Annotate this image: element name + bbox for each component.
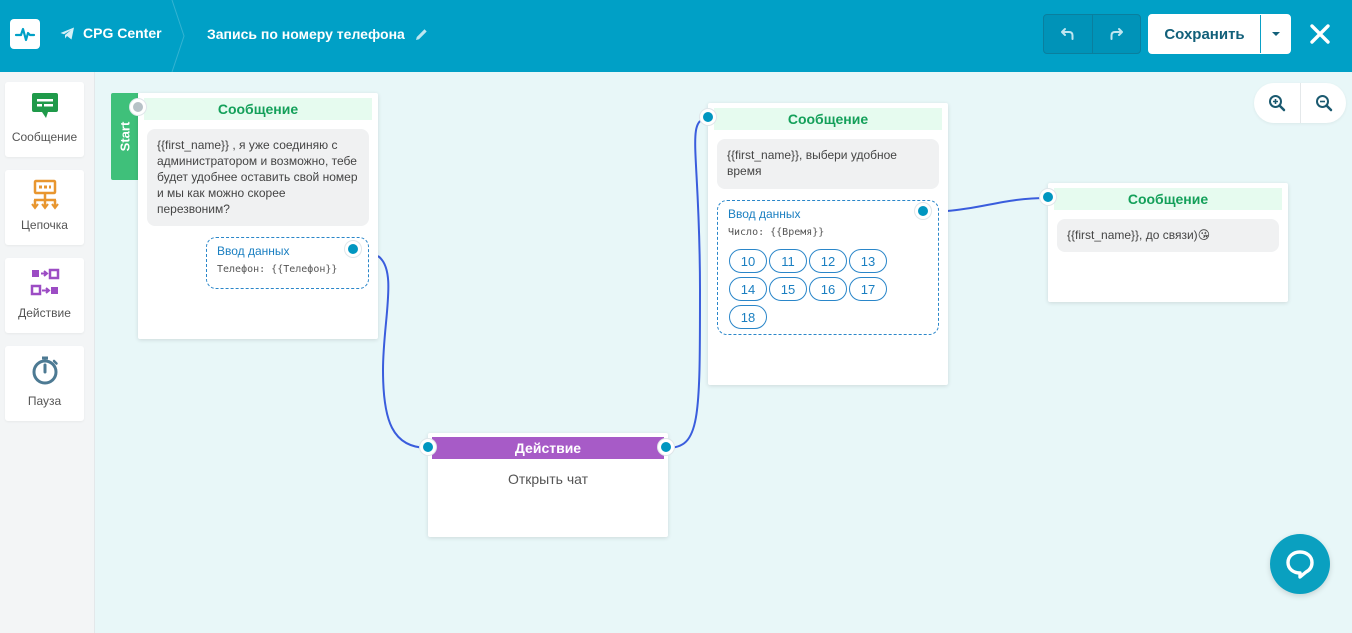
tools-sidebar: Сообщение Цепочка Действ <box>0 72 95 633</box>
tool-action[interactable]: Действие <box>5 258 84 333</box>
input-title: Ввод данных <box>217 244 290 258</box>
pencil-icon[interactable] <box>415 28 428 41</box>
connection-line[interactable] <box>666 117 709 449</box>
action-icon <box>30 268 59 296</box>
logo[interactable] <box>10 19 40 49</box>
message-node[interactable]: Сообщение {{first_name}} , я уже соединя… <box>138 93 378 339</box>
node-input-port[interactable] <box>1040 189 1056 205</box>
tool-action-label: Действие <box>18 306 71 320</box>
quick-reply-chip[interactable]: 16 <box>809 277 847 301</box>
save-options-button[interactable] <box>1260 15 1290 53</box>
support-chat-button[interactable] <box>1270 534 1330 594</box>
quick-reply-chip[interactable]: 12 <box>809 249 847 273</box>
chain-icon <box>30 179 59 210</box>
node-input-port[interactable] <box>700 109 716 125</box>
zoom-out-button[interactable] <box>1300 83 1346 123</box>
quick-reply-chip[interactable]: 13 <box>849 249 887 273</box>
tool-pause[interactable]: Пауза <box>5 346 84 421</box>
kiss-emoji: 😘 <box>1197 228 1211 242</box>
timer-icon <box>32 356 58 385</box>
brand-name: CPG Center <box>83 25 162 41</box>
input-title: Ввод данных <box>728 207 801 221</box>
node-output-port[interactable] <box>658 439 674 455</box>
node-input-port[interactable] <box>420 439 436 455</box>
message-node[interactable]: Сообщение {{first_name}}, выбери удобное… <box>708 103 948 385</box>
tool-chain-label: Цепочка <box>21 218 68 232</box>
action-text: Открыть чат <box>507 471 589 487</box>
message-bubble[interactable]: {{first_name}}, выбери удобное время <box>717 139 939 189</box>
quick-reply-chip[interactable]: 10 <box>729 249 767 273</box>
node-output-port[interactable] <box>345 241 361 257</box>
node-output-port[interactable] <box>915 203 931 219</box>
save-button[interactable]: Сохранить <box>1164 25 1245 43</box>
connection-line[interactable] <box>377 255 429 449</box>
message-text: {{first_name}}, до связи) <box>1067 228 1198 242</box>
node-title: Действие <box>432 437 664 459</box>
input-variable: Число: {{Время}} <box>728 227 825 238</box>
chat-bubble-icon <box>1286 550 1314 579</box>
close-icon[interactable] <box>1308 22 1332 46</box>
quick-reply-chip[interactable]: 18 <box>729 305 767 329</box>
brand[interactable]: CPG Center <box>60 25 162 41</box>
node-input-port[interactable] <box>130 99 146 115</box>
tool-pause-label: Пауза <box>27 394 62 408</box>
pulse-icon <box>14 27 36 42</box>
quick-reply-chip[interactable]: 14 <box>729 277 767 301</box>
redo-button[interactable] <box>1091 15 1140 53</box>
node-title: Сообщение <box>1054 188 1282 210</box>
telegram-icon <box>60 27 74 39</box>
tool-message-label: Сообщение <box>11 130 78 144</box>
flow-title-text: Запись по номеру телефона <box>207 26 405 42</box>
zoom-controls <box>1254 83 1346 123</box>
data-input-block[interactable]: Ввод данных Телефон: {{Телефон}} <box>206 237 369 289</box>
quick-reply-chip[interactable]: 15 <box>769 277 807 301</box>
redo-icon <box>1110 28 1124 40</box>
start-label: Start <box>117 121 132 152</box>
zoom-out-icon <box>1315 95 1332 112</box>
node-title: Сообщение <box>714 108 942 130</box>
zoom-in-button[interactable] <box>1254 83 1300 123</box>
zoom-in-icon <box>1269 95 1286 112</box>
undo-button[interactable] <box>1044 15 1092 53</box>
breadcrumb-separator <box>171 0 185 72</box>
quick-reply-chip[interactable]: 17 <box>849 277 887 301</box>
save-group: Сохранить <box>1148 14 1291 54</box>
message-bubble[interactable]: {{first_name}}, до связи)😘 <box>1057 219 1279 252</box>
undo-icon <box>1060 28 1074 40</box>
message-node[interactable]: Сообщение {{first_name}}, до связи)😘 <box>1048 183 1288 302</box>
flow-title[interactable]: Запись по номеру телефона <box>207 26 428 42</box>
message-icon <box>31 93 58 118</box>
caret-down-icon <box>1271 32 1280 36</box>
history-controls <box>1043 14 1141 54</box>
node-title: Сообщение <box>144 98 372 120</box>
connection-line[interactable] <box>946 197 1049 212</box>
action-node[interactable]: Действие Открыть чат <box>428 433 668 537</box>
quick-reply-chip[interactable]: 11 <box>769 249 807 273</box>
input-variable: Телефон: {{Телефон}} <box>217 264 338 275</box>
quick-reply-chips: 10 11 12 13 14 15 16 17 18 <box>729 249 919 329</box>
message-bubble[interactable]: {{first_name}} , я уже соединяю с админи… <box>147 129 369 226</box>
tool-message[interactable]: Сообщение <box>5 82 84 157</box>
tool-chain[interactable]: Цепочка <box>5 170 84 245</box>
top-bar: CPG Center Запись по номеру телефона Сох… <box>0 0 1352 72</box>
data-input-block[interactable]: Ввод данных Число: {{Время}} 10 11 12 13… <box>717 200 939 335</box>
